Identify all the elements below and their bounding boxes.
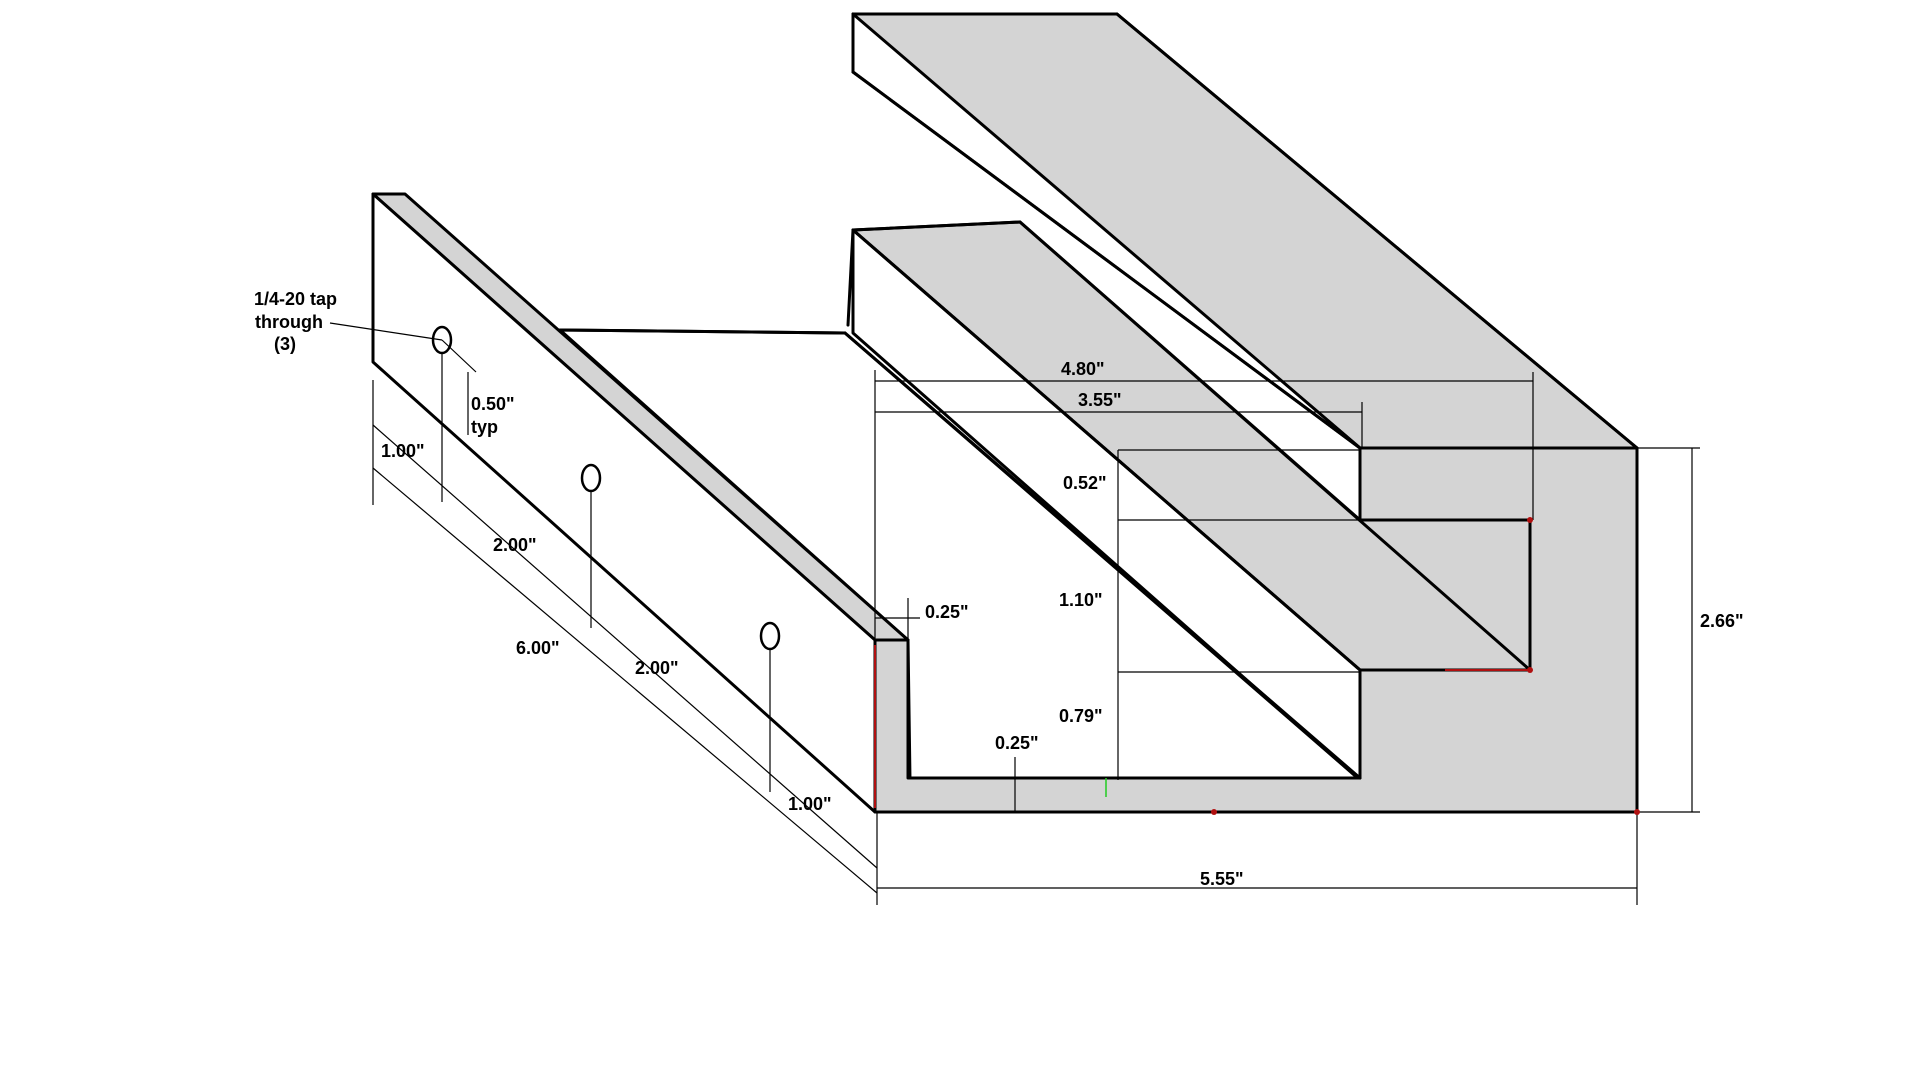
hole-offset-label: 0.50" — [471, 394, 515, 414]
hole-spacing-dim-line — [372, 424, 878, 869]
tapped-hole-2 — [580, 463, 602, 493]
top-back-diagonal-edge — [1115, 12, 1639, 450]
tap-note-line1: 1/4-20 tap — [254, 289, 337, 309]
hole-spacing-mid1-label: 2.00" — [493, 535, 537, 555]
inner-step-back-edge — [851, 220, 1022, 232]
tapped-hole-3 — [759, 621, 781, 651]
annotations: 1/4-20 tap through (3) 0.50" typ 1.00" 2… — [254, 289, 1744, 889]
slot-inner-label: 3.55" — [1078, 390, 1122, 410]
step-back-diagonal-edge — [1018, 220, 1532, 672]
overall-height-label: 2.66" — [1700, 611, 1744, 631]
marker-dot — [1634, 809, 1640, 815]
markers — [874, 517, 1640, 815]
slot-height-label: 1.10" — [1059, 590, 1103, 610]
step-diagonal-edge — [851, 228, 1362, 672]
tap-note-line2: through — [255, 312, 323, 332]
step-top-label: 0.52" — [1063, 473, 1107, 493]
hole-offset-note: typ — [471, 417, 498, 437]
base-thickness-label: 0.25" — [995, 733, 1039, 753]
step-bottom-label: 0.79" — [1059, 706, 1103, 726]
overall-width-label: 5.55" — [1200, 869, 1244, 889]
slot-outer-label: 4.80" — [1061, 359, 1105, 379]
dimension-lines — [329, 322, 1700, 905]
left-wall-back-edge — [558, 328, 847, 335]
overall-length-label: 6.00" — [516, 638, 560, 658]
offset-extension — [441, 339, 477, 373]
overall-length-dim-line — [372, 467, 878, 894]
marker-dot — [1527, 517, 1533, 523]
marker-dot — [1211, 809, 1217, 815]
hole-spacing-mid2-label: 2.00" — [635, 658, 679, 678]
inner-step-vertical-edge — [846, 228, 855, 327]
hole-spacing-last-label: 1.00" — [788, 794, 832, 814]
tap-note-line3: (3) — [274, 334, 296, 354]
back-wall-edge — [851, 70, 1362, 450]
wall-thickness-label: 0.25" — [925, 602, 969, 622]
floor-diagonal-edge — [843, 331, 1362, 780]
tap-leader-line — [329, 322, 443, 341]
part-body — [371, 12, 1639, 814]
hole-spacing-first-label: 1.00" — [381, 441, 425, 461]
